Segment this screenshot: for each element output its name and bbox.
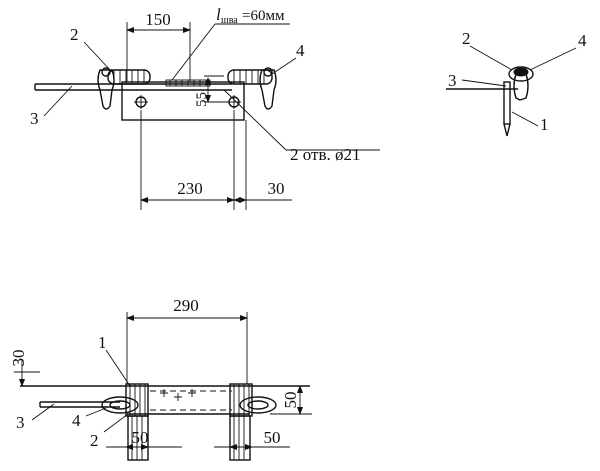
plan-dim-50-bottom: 50 50 <box>106 428 290 450</box>
dim-290-text: 290 <box>173 296 199 315</box>
leader-part-4: 4 <box>271 41 305 75</box>
plan-clamp-right <box>229 383 277 461</box>
clamp-right <box>227 67 277 110</box>
dim-230-text: 230 <box>177 179 203 198</box>
weld-length-sub: шва <box>221 15 238 26</box>
holes-label: 2 отв. ø21 <box>290 145 360 164</box>
plan-dim-50-right: 50 <box>270 385 312 415</box>
plan-dim-30: 30 <box>9 350 40 387</box>
dim-150: 150 <box>126 10 191 82</box>
top-label-4: 4 <box>296 41 305 60</box>
top-label-2: 2 <box>70 25 79 44</box>
plate <box>121 81 245 121</box>
plan-leader-3: 3 <box>16 403 55 432</box>
weld-hatch <box>165 79 211 87</box>
side-label-2: 2 <box>462 29 471 48</box>
dim-55-text: 55 <box>194 92 210 107</box>
dim-150-text: 150 <box>145 10 171 29</box>
dim-55: 55 <box>194 75 228 107</box>
holes-leader: 2 отв. ø21 <box>223 89 380 164</box>
plan-label-1: 1 <box>98 333 107 352</box>
top-view: 150 l шва =60мм 55 2 отв. ø21 <box>30 5 380 210</box>
weld-length-value: =60мм <box>242 8 285 24</box>
plan-leader-2: 2 <box>90 413 129 450</box>
side-plate <box>503 81 511 125</box>
plan-dim-50-right-text: 50 <box>281 392 300 409</box>
plan-leader-4: 4 <box>72 407 107 430</box>
plan-dim-50-bottom-left-text: 50 <box>132 428 149 447</box>
plan-clamp-left <box>101 383 149 461</box>
leader-part-3: 3 <box>30 85 73 128</box>
side-label-4: 4 <box>578 31 587 50</box>
plan-view: 290 <box>9 296 312 461</box>
top-label-3: 3 <box>30 109 39 128</box>
weld-length-annotation: l шва =60мм <box>171 5 290 81</box>
plan-label-2: 2 <box>90 431 99 450</box>
hole-right <box>227 95 241 109</box>
plan-leader-1: 1 <box>98 333 131 387</box>
dim-290: 290 <box>126 296 248 384</box>
dim-30-text: 30 <box>268 179 285 198</box>
plan-dim-50-bottom-right-text: 50 <box>264 428 281 447</box>
dim-230-30: 230 30 <box>140 110 292 210</box>
leader-part-2: 2 <box>70 25 113 73</box>
hole-left <box>134 95 148 109</box>
side-label-1: 1 <box>540 115 549 134</box>
side-label-3: 3 <box>448 71 457 90</box>
side-view: 2 4 3 1 <box>446 29 587 137</box>
plan-label-3: 3 <box>16 413 25 432</box>
clamp-left <box>97 67 151 110</box>
rod-part-3 <box>34 83 232 91</box>
plan-dim-30-text: 30 <box>9 350 28 367</box>
plan-label-4: 4 <box>72 411 81 430</box>
plan-weld-marks <box>160 389 196 401</box>
weld-length-l: l <box>216 5 221 24</box>
